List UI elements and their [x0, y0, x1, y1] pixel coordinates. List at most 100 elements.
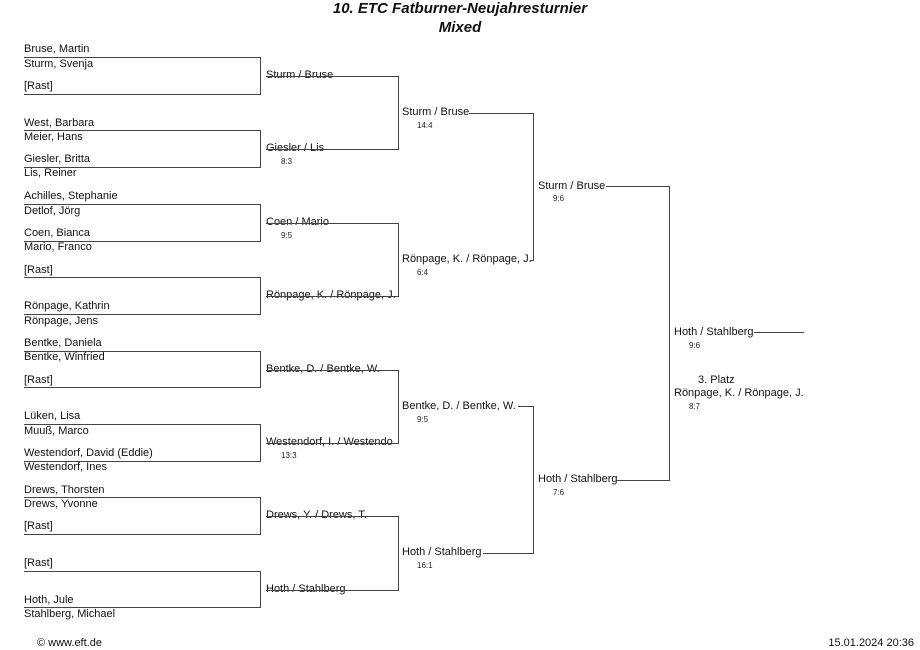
- r2-connector: [398, 76, 399, 150]
- r2-team-3: Coen / Mario: [266, 216, 329, 228]
- r2-team-8: Hoth / Stahlberg: [266, 583, 346, 595]
- r1-match6-player2: Mario, Franco: [24, 241, 92, 253]
- r3-score-4: 16:1: [417, 561, 433, 570]
- third-place-team: Rönpage, K. / Rönpage, J.: [674, 387, 804, 399]
- final-line: [754, 332, 804, 333]
- r1-line: [24, 571, 260, 572]
- r2-team-6: Westendorf, I. / Westendorf, D.: [266, 436, 393, 448]
- r1-match7-player1: [Rast]: [24, 264, 53, 276]
- r3-score-2: 6:4: [417, 268, 429, 277]
- r1-match8-player1: Rönpage, Kathrin: [24, 300, 110, 312]
- r1-line: [24, 461, 260, 462]
- r2-score-2: 8:3: [281, 157, 293, 166]
- third-place-label: 3. Platz: [698, 374, 735, 386]
- third-place-score: 8:7: [689, 402, 701, 411]
- r2-team-5: Bentke, D. / Bentke, W.: [266, 363, 380, 375]
- r1-line: [24, 167, 260, 168]
- r1-match3-player2: Meier, Hans: [24, 131, 83, 143]
- r1-match12-player1: Westendorf, David (Eddie): [24, 447, 153, 459]
- r1-match5-player2: Detlof, Jörg: [24, 205, 81, 217]
- r1-match1-player2: Sturm, Svenja: [24, 58, 94, 70]
- r1-connector: [260, 204, 261, 242]
- r1-match9-player1: Bentke, Daniela: [24, 337, 102, 349]
- r2-score-3: 9:5: [281, 231, 293, 240]
- r1-connector: [260, 424, 261, 462]
- footer-copyright: © www.eft.de: [37, 637, 102, 649]
- r3-team-4: Hoth / Stahlberg: [402, 546, 482, 558]
- r3-score-3: 9:5: [417, 415, 429, 424]
- r2-team-4: Rönpage, K. / Rönpage, J.: [266, 289, 396, 301]
- final-score: 9:6: [689, 341, 701, 350]
- r1-match15-player1: [Rast]: [24, 557, 53, 569]
- r3-line: [483, 553, 533, 554]
- r2-line: [266, 296, 398, 297]
- r3-team-3: Bentke, D. / Bentke, W.: [402, 400, 516, 412]
- r3-line: [518, 406, 533, 407]
- r4-score-2: 7:6: [553, 488, 565, 497]
- r1-match13-player1: Drews, Thorsten: [24, 484, 105, 496]
- r4-line: [617, 480, 669, 481]
- r1-match11-player1: Lüken, Lisa: [24, 410, 81, 422]
- footer-timestamp: 15.01.2024 20:36: [828, 637, 914, 649]
- r1-match14-player1: [Rast]: [24, 520, 53, 532]
- r1-line: [24, 94, 260, 95]
- r1-match5-player1: Achilles, Stephanie: [24, 190, 118, 202]
- r2-score-6: 13:3: [281, 451, 297, 460]
- r1-match11-player2: Muuß, Marco: [24, 425, 89, 437]
- r1-match16-player1: Hoth, Jule: [24, 594, 74, 606]
- r1-connector: [260, 57, 261, 95]
- r3-team-1: Sturm / Bruse: [402, 106, 470, 118]
- r2-team-2: Giesler / Lis: [266, 142, 325, 154]
- r2-connector: [398, 223, 399, 297]
- r1-line: [24, 607, 260, 608]
- r2-line: [266, 443, 398, 444]
- final-winner-team: Hoth / Stahlberg: [674, 326, 754, 338]
- r1-match8-player2: Rönpage, Jens: [24, 315, 98, 327]
- r2-line: [266, 590, 398, 591]
- r1-match12-player2: Westendorf, Ines: [24, 461, 107, 473]
- r1-connector: [260, 497, 261, 535]
- r1-connector: [260, 277, 261, 315]
- r1-match3-player1: West, Barbara: [24, 117, 95, 129]
- r1-line: [24, 424, 260, 425]
- r1-match10-player1: [Rast]: [24, 374, 53, 386]
- r1-line: [24, 314, 260, 315]
- r1-line: [24, 387, 260, 388]
- r1-line: [24, 534, 260, 535]
- r4-line: [606, 186, 669, 187]
- r4-connector: [669, 186, 670, 481]
- r2-connector: [398, 370, 399, 444]
- r2-team-1: Sturm / Bruse: [266, 69, 334, 81]
- r2-line: [266, 223, 398, 224]
- r1-match13-player2: Drews, Yvonne: [24, 498, 98, 510]
- page-subtitle: Mixed: [438, 19, 482, 36]
- r2-team-7: Drews, Y. / Drews, T.: [266, 509, 367, 521]
- r2-connector: [398, 516, 399, 591]
- r1-line: [24, 204, 260, 205]
- r2-line: [266, 149, 398, 150]
- r1-match4-player2: Lis, Reiner: [24, 167, 77, 179]
- r1-line: [24, 130, 260, 131]
- r1-line: [24, 57, 260, 58]
- r3-team-2: Rönpage, K. / Rönpage, J.: [402, 253, 532, 265]
- r1-match16-player2: Stahlberg, Michael: [24, 608, 116, 620]
- r1-line: [24, 241, 260, 242]
- r1-match9-player2: Bentke, Winfried: [24, 351, 105, 363]
- r4-score-1: 9:6: [553, 194, 565, 203]
- r1-line: [24, 351, 260, 352]
- r1-line: [24, 497, 260, 498]
- r1-match6-player1: Coen, Bianca: [24, 227, 91, 239]
- r3-connector: [533, 113, 534, 261]
- r2-line: [266, 76, 398, 77]
- r3-score-1: 14:4: [417, 121, 433, 130]
- r2-line: [266, 516, 398, 517]
- r4-team-1: Sturm / Bruse: [538, 180, 606, 192]
- r1-connector: [260, 351, 261, 388]
- r1-match4-player1: Giesler, Britta: [24, 153, 91, 165]
- r1-connector: [260, 571, 261, 608]
- r1-connector: [260, 130, 261, 168]
- page-title: 10. ETC Fatburner-Neujahresturnier: [332, 0, 588, 17]
- r2-line: [266, 370, 398, 371]
- r1-line: [24, 277, 260, 278]
